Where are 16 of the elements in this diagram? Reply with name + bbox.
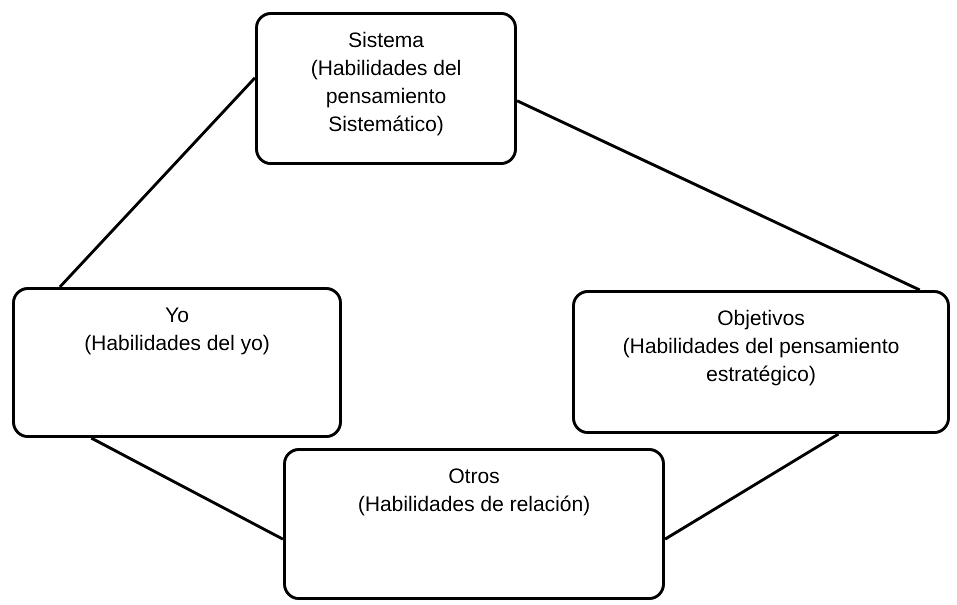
connector-line <box>664 432 840 540</box>
box-description: (Habilidades del yo) <box>84 331 270 357</box>
box-description: (Habilidades de relación) <box>358 492 590 518</box>
box-heading: Sistema <box>348 28 424 54</box>
connector-line <box>516 99 920 292</box>
box-heading: Otros <box>448 464 500 490</box>
rounded-box <box>572 290 950 434</box>
box-heading: Yo <box>165 303 189 329</box>
connector-line <box>58 76 256 288</box>
rounded-box <box>12 287 342 438</box>
rounded-box <box>283 448 665 600</box>
box-description: (Habilidades del pensamiento estratégico) <box>622 334 900 388</box>
rounded-box <box>255 12 517 165</box>
connector-line <box>90 436 284 541</box>
box-heading: Objetivos <box>717 306 805 332</box>
box-description: (Habilidades del pensamiento Sistemático) <box>310 56 462 138</box>
